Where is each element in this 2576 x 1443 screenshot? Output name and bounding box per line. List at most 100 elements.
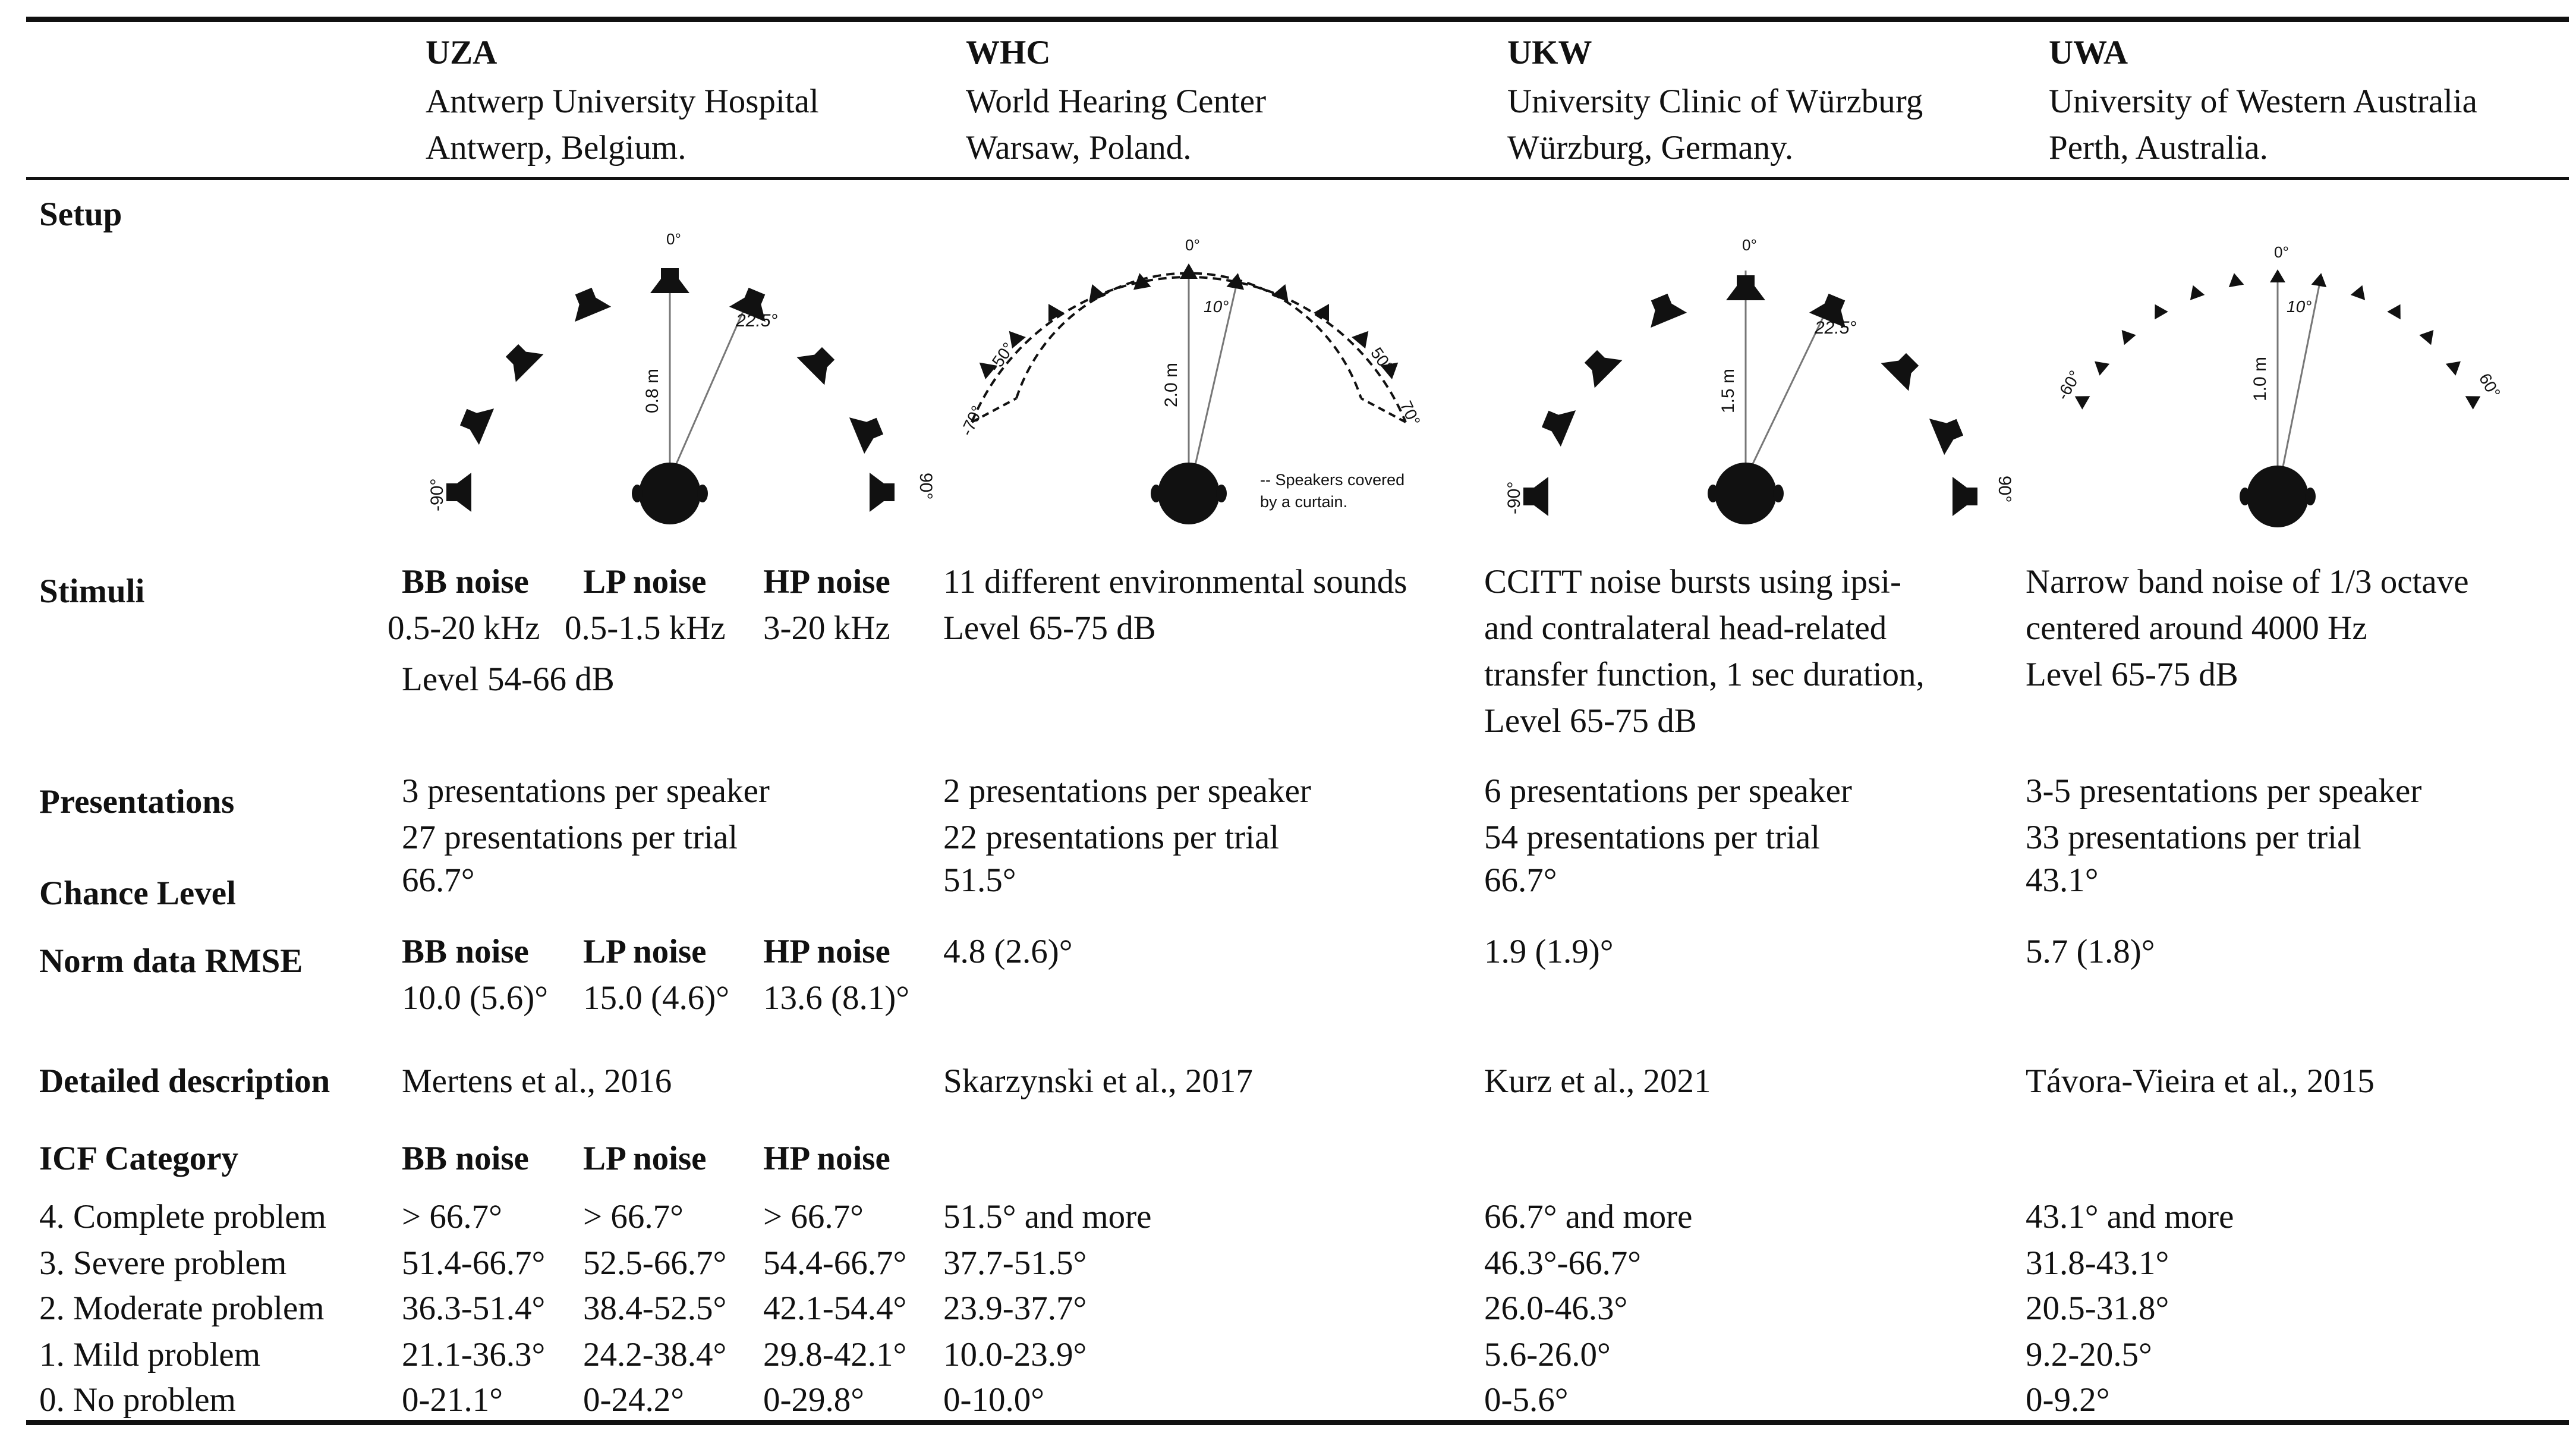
- site-name: University Clinic of Würzburg: [1507, 83, 1923, 120]
- curtain-note: -- Speakers covered: [1260, 471, 1404, 489]
- presentations-per-trial: 22 presentations per trial: [943, 819, 1280, 856]
- rmse-value-bb: 10.0 (5.6)°: [402, 979, 549, 1017]
- speaker-icon: [459, 408, 495, 445]
- icf-label: 4. Complete problem: [39, 1198, 326, 1235]
- stimulus-header-hp: HP noise: [763, 563, 890, 601]
- speaker-icon: [2121, 330, 2136, 345]
- stimulus-range-hp: 3-20 kHz: [763, 609, 890, 647]
- speaker-icon: [1271, 284, 1289, 302]
- speaker-icon: [849, 417, 884, 454]
- table-top-rule: [26, 17, 2569, 22]
- speaker-icon: [1953, 477, 1977, 516]
- site-place: Warsaw, Poland.: [966, 129, 1192, 166]
- row-label-icf: ICF Category: [39, 1140, 239, 1177]
- svg-text:22.5°: 22.5°: [1814, 318, 1856, 338]
- speaker-icon: [2095, 361, 2110, 376]
- speaker-icon: [870, 473, 895, 512]
- rmse-header-lp: LP noise: [583, 933, 707, 970]
- site-code: WHC: [966, 34, 1051, 71]
- head-icon: [1708, 463, 1784, 524]
- site-name: World Hearing Center: [966, 83, 1267, 120]
- head-icon: [2240, 466, 2316, 527]
- site-place: Würzburg, Germany.: [1507, 129, 1794, 166]
- icf-header-hp: HP noise: [763, 1140, 890, 1177]
- speaker-icon: [2155, 304, 2168, 320]
- svg-text:1.0 m: 1.0 m: [2250, 357, 2270, 401]
- svg-text:90°: 90°: [916, 473, 936, 499]
- stimulus-header-lp: LP noise: [583, 563, 707, 601]
- site-name: Antwerp University Hospital: [426, 83, 819, 120]
- speaker-icon: [1584, 350, 1623, 388]
- speaker-icon: [1048, 304, 1064, 322]
- svg-text:0°: 0°: [2274, 243, 2289, 261]
- setup-diagram-ukw: 0° 1.5 m 22.5° -90° 90°: [1504, 236, 2014, 524]
- speaker-icon: [1541, 410, 1576, 447]
- presentations-per-speaker: 3 presentations per speaker: [402, 772, 770, 810]
- icf-label: 1. Mild problem: [39, 1336, 261, 1373]
- rmse-value-lp: 15.0 (4.6)°: [583, 979, 730, 1017]
- speaker-icon: [2074, 396, 2090, 410]
- setup-diagram-uwa: 0° 1.0 m 10° -60° 60°: [2053, 243, 2504, 527]
- reference-citation: Távora-Vieira et al., 2015: [2026, 1062, 2375, 1100]
- reference-citation: Mertens et al., 2016: [402, 1062, 672, 1100]
- setup-diagram-uza: 0° 0.8 m 22.5° -90° 90°: [427, 230, 936, 524]
- presentations-per-trial: 33 presentations per trial: [2026, 819, 2362, 856]
- rmse-header-bb: BB noise: [402, 933, 529, 970]
- speaker-icon: [2190, 285, 2205, 300]
- speaker-icon: [796, 347, 835, 385]
- rmse-value-hp: 13.6 (8.1)°: [763, 979, 910, 1017]
- row-label-setup: Setup: [39, 196, 122, 233]
- speaker-icon: [505, 344, 544, 382]
- presentations-per-speaker: 3-5 presentations per speaker: [2026, 772, 2422, 810]
- speaker-icon: [979, 362, 997, 379]
- reference-citation: Skarzynski et al., 2017: [943, 1062, 1253, 1100]
- row-label-rmse: Norm data RMSE: [39, 942, 303, 980]
- presentations-per-trial: 27 presentations per trial: [402, 819, 738, 856]
- svg-text:70°: 70°: [1397, 398, 1424, 428]
- icf-label: 2. Moderate problem: [39, 1290, 325, 1327]
- site-code: UWA: [2049, 34, 2128, 71]
- rmse-value: 5.7 (1.8)°: [2026, 933, 2155, 970]
- speaker-icon: [1929, 419, 1964, 455]
- speaker-icon: [2270, 269, 2285, 282]
- stimulus-range-bb: 0.5-20 kHz: [388, 609, 540, 647]
- stimulus-level: Level 54-66 dB: [402, 661, 615, 698]
- speaker-icon: [1226, 273, 1245, 290]
- presentations-per-trial: 54 presentations per trial: [1484, 819, 1821, 856]
- site-place: Antwerp, Belgium.: [426, 129, 686, 166]
- header-rule: [26, 177, 2569, 180]
- speaker-icon: [2311, 273, 2327, 288]
- speaker-icon: [575, 287, 612, 322]
- speaker-icon: [2387, 304, 2401, 320]
- reference-citation: Kurz et al., 2021: [1484, 1062, 1711, 1100]
- svg-text:22.5°: 22.5°: [735, 311, 777, 331]
- svg-text:0°: 0°: [1742, 236, 1757, 254]
- svg-text:10°: 10°: [2287, 297, 2312, 316]
- speaker-icon: [1380, 362, 1399, 379]
- site-name: University of Western Australia: [2049, 83, 2477, 120]
- speaker-icon: [2465, 396, 2481, 410]
- rmse-value: 1.9 (1.9)°: [1484, 933, 1614, 970]
- site-code: UZA: [426, 34, 497, 71]
- svg-text:1.5 m: 1.5 m: [1718, 369, 1738, 413]
- site-place: Perth, Australia.: [2049, 129, 2268, 166]
- speaker-icon: [2445, 361, 2461, 376]
- svg-text:-90°: -90°: [427, 479, 447, 511]
- icf-label: 0. No problem: [39, 1381, 236, 1419]
- speaker-icon: [1133, 273, 1151, 290]
- speaker-icon: [1009, 331, 1026, 349]
- speaker-icon: [2228, 273, 2244, 288]
- head-icon: [1151, 463, 1227, 524]
- row-label-stimuli: Stimuli: [39, 573, 145, 610]
- svg-text:0°: 0°: [666, 230, 681, 248]
- speaker-icon: [650, 268, 689, 293]
- row-label-chance: Chance Level: [39, 875, 236, 912]
- chance-level-value: 43.1°: [2026, 862, 2099, 899]
- svg-text:2.0 m: 2.0 m: [1161, 363, 1181, 407]
- svg-text:10°: 10°: [1204, 297, 1229, 316]
- head-icon: [632, 463, 708, 524]
- rmse-value: 4.8 (2.6)°: [943, 933, 1073, 970]
- icf-label: 3. Severe problem: [39, 1244, 287, 1282]
- stimulus-range-lp: 0.5-1.5 kHz: [565, 609, 726, 647]
- svg-text:0°: 0°: [1185, 236, 1200, 254]
